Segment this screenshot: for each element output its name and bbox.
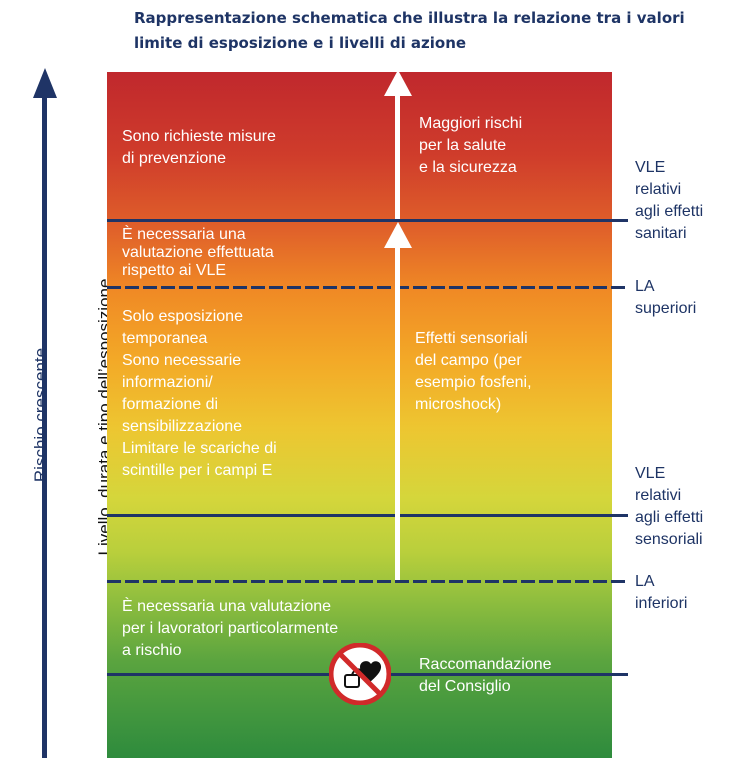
vle-sensory-label: VLE relativi agli effetti sensoriali [635,465,704,548]
upper-white-arrow-shaft [395,95,400,219]
no-pacemaker-icon [329,643,391,705]
vle-health-label: VLE relativi agli effetti sanitari [635,159,704,242]
council-recommendation-text: Raccomandazione del Consiglio [419,656,552,695]
diagram-title: Rappresentazione schematica che illustra… [134,6,724,56]
higher-risk-text: Maggiori rischi per la salute e la sicur… [419,115,523,176]
vle-sensory-line [107,514,628,517]
la-lower-label: LA inferiori [635,573,688,612]
sensory-effects-text: Effetti sensoriali del campo (per esempi… [415,330,532,413]
lower-white-arrow-head-icon [384,222,412,248]
la-lower-line [107,580,628,583]
risk-axis-label: Rischio crescente [31,347,50,483]
lower-white-arrow-shaft [395,247,400,580]
vle-health-line [107,219,628,222]
risk-arrow-shaft [42,96,47,758]
workers-at-risk-text: È necessaria una valutazione per i lavor… [122,598,339,659]
risk-arrow-head-icon [33,68,57,98]
title-line-2: limite di esposizione e i livelli di azi… [134,34,467,52]
title-line-1: Rappresentazione schematica che illustra… [134,9,685,27]
vle-assessment-text: È necessaria una valutazione effettuata … [122,226,274,279]
la-upper-label: LA superiori [635,278,697,317]
prevention-text: Sono richieste misure di prevenzione [122,128,276,167]
la-upper-line [107,286,628,289]
upper-white-arrow-head-icon [384,70,412,96]
temporary-exposure-text: Solo esposizione temporanea Sono necessa… [122,308,277,479]
